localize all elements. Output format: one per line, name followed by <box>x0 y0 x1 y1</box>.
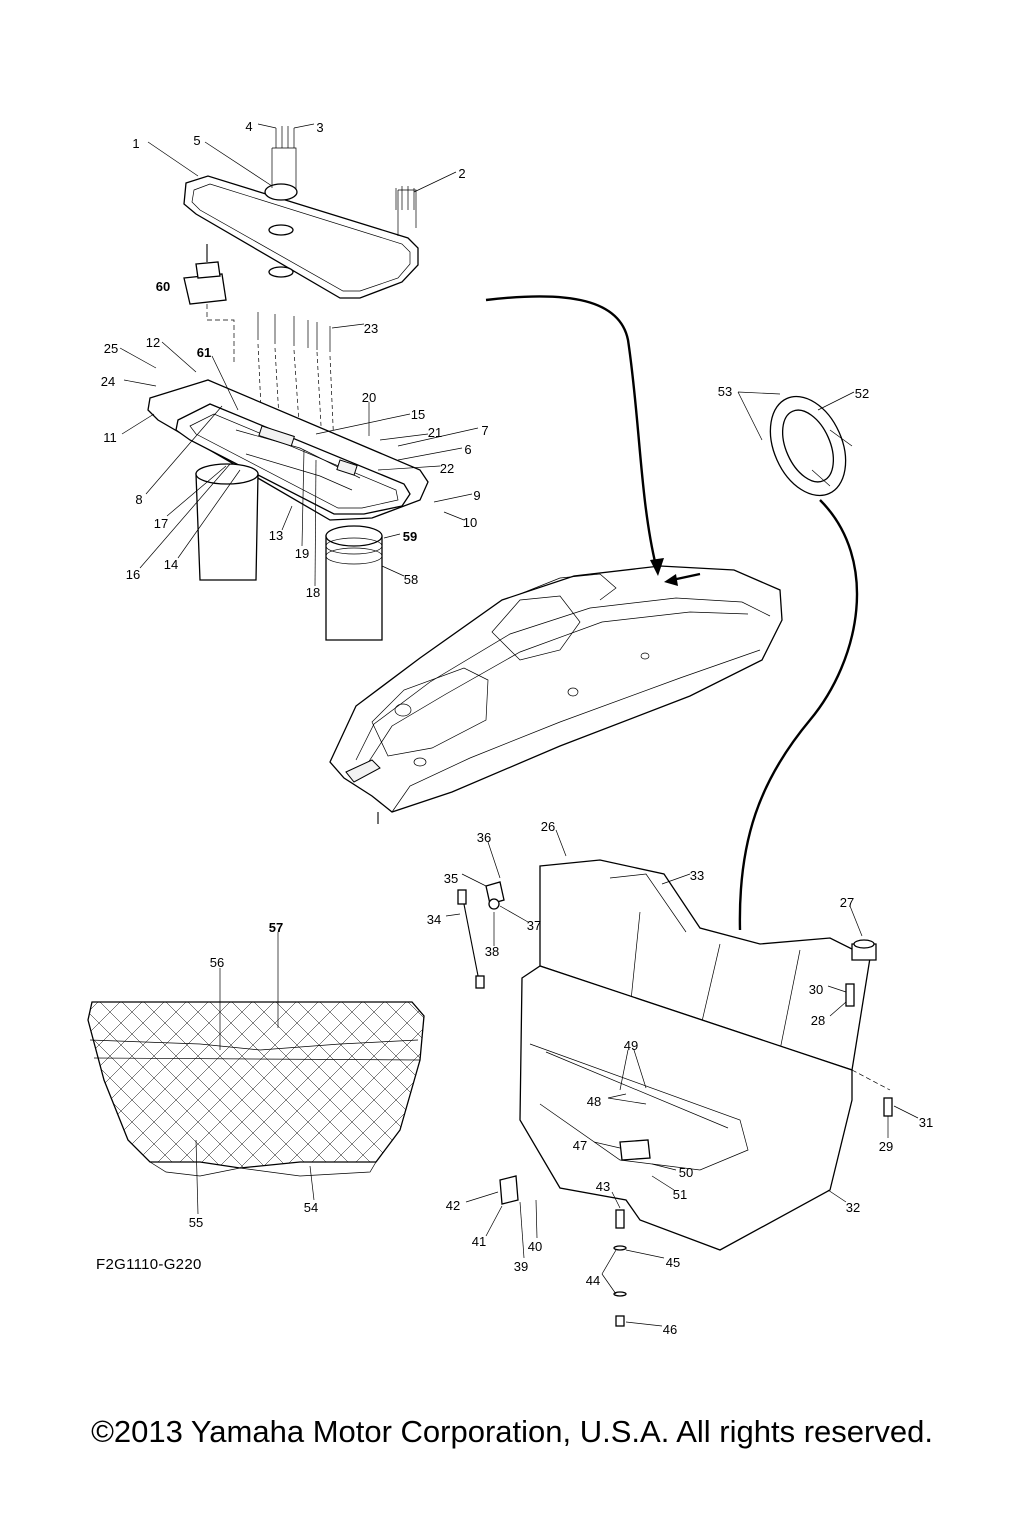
access-ring <box>737 391 855 497</box>
callout-49: 49 <box>624 1038 638 1053</box>
callout-4: 4 <box>245 119 252 134</box>
callout-13: 13 <box>269 528 283 543</box>
drain-tubes <box>195 463 383 641</box>
callout-14: 14 <box>164 557 178 572</box>
callout-28: 28 <box>811 1013 825 1028</box>
callout-2: 2 <box>458 166 465 181</box>
callout-34: 34 <box>427 912 441 927</box>
callout-27: 27 <box>840 895 854 910</box>
callout-46: 46 <box>663 1322 677 1337</box>
callout-30: 30 <box>809 982 823 997</box>
floor-mat <box>87 932 425 1215</box>
callout-55: 55 <box>189 1215 203 1230</box>
callout-6: 6 <box>464 442 471 457</box>
copyright-notice: ©2013 Yamaha Motor Corporation, U.S.A. A… <box>91 1414 933 1449</box>
callout-3: 3 <box>316 120 323 135</box>
callout-31: 31 <box>919 1115 933 1130</box>
callout-18: 18 <box>306 585 320 600</box>
callout-54: 54 <box>304 1200 318 1215</box>
callout-24: 24 <box>101 374 115 389</box>
callout-56: 56 <box>210 955 224 970</box>
callout-47: 47 <box>573 1138 587 1153</box>
callout-5: 5 <box>193 133 200 148</box>
assembly-arrows <box>485 295 859 931</box>
callout-7: 7 <box>481 423 488 438</box>
figure-code: F2G1110-G220 <box>96 1256 202 1273</box>
callout-48: 48 <box>587 1094 601 1109</box>
callout-45: 45 <box>666 1255 680 1270</box>
seat-hardware <box>457 881 893 1327</box>
seat-base <box>519 859 891 1251</box>
callout-12: 12 <box>146 335 160 350</box>
callout-50: 50 <box>679 1165 693 1180</box>
callout-25: 25 <box>104 341 118 356</box>
callout-39: 39 <box>514 1259 528 1274</box>
callout-26: 26 <box>541 819 555 834</box>
bolts-top <box>275 126 415 210</box>
latch-part <box>183 244 235 364</box>
callout-1: 1 <box>132 136 139 151</box>
callout-11: 11 <box>103 430 117 445</box>
callout-21: 21 <box>428 425 442 440</box>
callout-23: 23 <box>364 321 378 336</box>
callout-40: 40 <box>528 1239 542 1254</box>
callout-9: 9 <box>473 488 480 503</box>
callout-59: 59 <box>403 529 417 544</box>
callout-16: 16 <box>126 567 140 582</box>
callout-17: 17 <box>154 516 168 531</box>
callout-32: 32 <box>846 1200 860 1215</box>
callout-37: 37 <box>527 918 541 933</box>
callout-29: 29 <box>879 1139 893 1154</box>
callout-15: 15 <box>411 407 425 422</box>
callout-20: 20 <box>362 390 376 405</box>
callout-10: 10 <box>463 515 477 530</box>
callout-51: 51 <box>673 1187 687 1202</box>
callout-35: 35 <box>444 871 458 886</box>
callout-42: 42 <box>446 1198 460 1213</box>
callout-53: 53 <box>718 384 732 399</box>
hatch-cover <box>183 147 419 299</box>
callout-44: 44 <box>586 1273 600 1288</box>
callout-52: 52 <box>855 386 869 401</box>
callout-38: 38 <box>485 944 499 959</box>
callout-58: 58 <box>404 572 418 587</box>
boat-hull <box>329 565 783 824</box>
callout-60: 60 <box>156 279 170 294</box>
callout-41: 41 <box>472 1234 486 1249</box>
callout-33: 33 <box>690 868 704 883</box>
hatch-frame <box>147 379 429 521</box>
callout-57: 57 <box>269 920 283 935</box>
leaders-lower <box>445 829 919 1327</box>
callout-8: 8 <box>135 492 142 507</box>
leaders-top <box>119 123 479 587</box>
callout-22: 22 <box>440 461 454 476</box>
callout-61: 61 <box>197 345 211 360</box>
callout-19: 19 <box>295 546 309 561</box>
callout-43: 43 <box>596 1179 610 1194</box>
callout-36: 36 <box>477 830 491 845</box>
